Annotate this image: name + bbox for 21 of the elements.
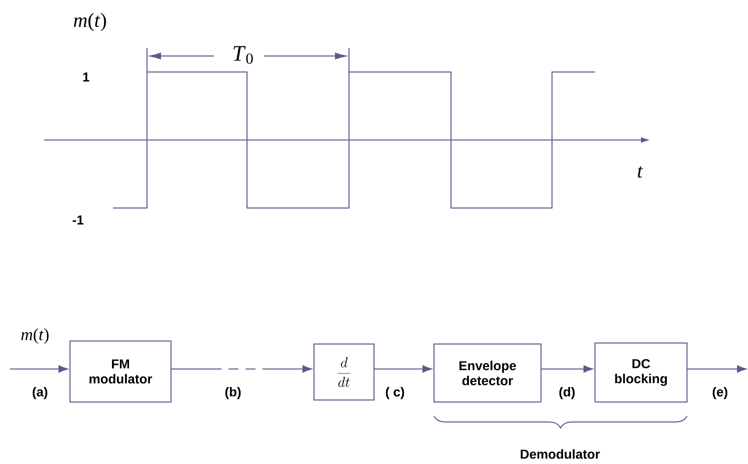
axis-label: m(t) — [74, 12, 106, 32]
block-box: DC blocking — [594, 342, 688, 402]
arrow — [171, 365, 312, 373]
arrow — [687, 365, 746, 373]
arrow — [374, 365, 432, 373]
dimension-label: T$_{0}$ — [234, 46, 253, 64]
edge-label: (b) — [225, 386, 241, 400]
brace-label: Demodulator — [520, 449, 600, 459]
block-box: Envelope detector — [434, 344, 542, 402]
axis-label: t — [638, 166, 643, 178]
signal-label: m(t) — [21, 328, 49, 344]
block-box: $\frac{d}{dt}$ — [314, 344, 374, 400]
edge-label: (a) — [32, 386, 48, 400]
edge-label: (d) — [559, 386, 575, 400]
arrow — [10, 365, 68, 373]
tick-label: -1 — [72, 216, 84, 224]
tick-label: 1 — [83, 72, 90, 82]
block-box: FM modulator — [70, 340, 172, 402]
edge-label: (e) — [712, 386, 728, 400]
edge-label: ( c) — [386, 386, 404, 400]
arrow — [541, 365, 593, 373]
